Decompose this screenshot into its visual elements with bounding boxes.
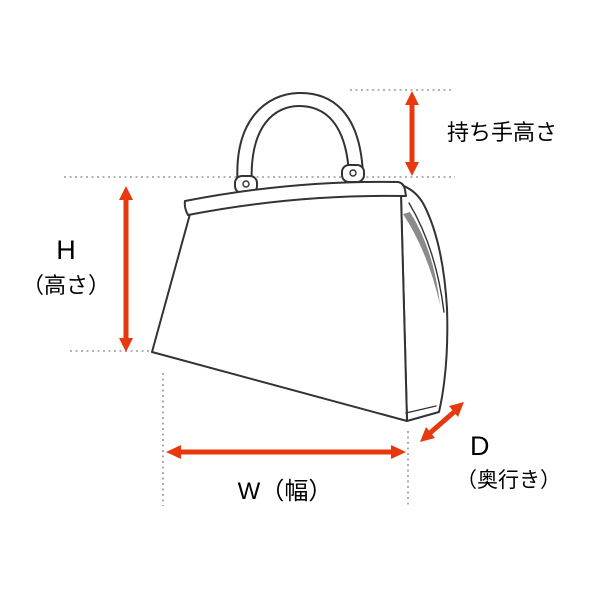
guide-lines [64, 89, 455, 506]
bottom-edge-detail [405, 405, 437, 414]
height-label-name: （高さ） [21, 272, 110, 298]
bag-side-gusset [400, 184, 449, 422]
handle-height-arrow-head-down [405, 162, 419, 176]
height-arrow-head-down [119, 338, 133, 352]
width-arrow-head-left [166, 445, 181, 459]
depth-arrow-head-front [420, 427, 435, 442]
handle-height-label: 持ち手高さ [447, 120, 558, 145]
depth-label-name: （奥行き） [456, 468, 561, 492]
handle-ring-right [349, 169, 357, 177]
depth-arrow [420, 402, 464, 442]
height-label: H （高さ） [18, 234, 114, 299]
width-label: W（幅） [237, 478, 333, 505]
gusset-fold-line [408, 202, 445, 313]
width-arrow [166, 445, 406, 459]
width-arrow-head-right [391, 445, 406, 459]
depth-label: D （奥行き） [456, 430, 561, 494]
depth-arrow-head-back [449, 402, 464, 417]
height-label-letter: H [56, 235, 76, 265]
depth-arrow-line [428, 410, 456, 435]
handle-height-arrow-head-up [405, 91, 419, 105]
handle-ring-left [242, 180, 250, 188]
bag-frame [183, 180, 407, 216]
handbag-illustration [151, 91, 449, 422]
bag-front-panel [151, 193, 408, 422]
handle-height-arrow [405, 91, 419, 176]
height-arrow [119, 186, 133, 352]
depth-label-letter: D [470, 431, 490, 461]
height-arrow-head-up [119, 186, 133, 200]
